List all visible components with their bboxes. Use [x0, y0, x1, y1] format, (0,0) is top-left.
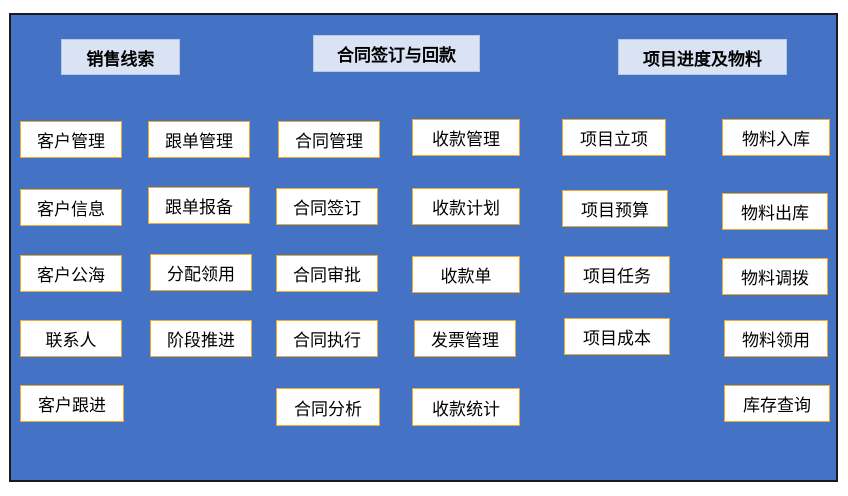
box-payment-statistics: 收款统计 — [412, 388, 520, 426]
box-customer-pool: 客户公海 — [20, 255, 122, 292]
box-project-initiation: 项目立项 — [562, 119, 666, 156]
header-project-material: 项目进度及物料 — [618, 39, 787, 75]
box-project-tasks: 项目任务 — [564, 256, 670, 293]
box-project-cost: 项目成本 — [564, 318, 670, 355]
box-invoice-management: 发票管理 — [414, 320, 516, 357]
box-material-requisition: 物料领用 — [724, 320, 828, 357]
box-contract-execution: 合同执行 — [276, 320, 378, 357]
box-contract-analysis: 合同分析 — [276, 388, 380, 426]
box-payment-management: 收款管理 — [412, 119, 520, 156]
box-material-outbound: 物料出库 — [722, 193, 828, 230]
box-stage-advance: 阶段推进 — [150, 320, 252, 357]
box-followup-management: 跟单管理 — [148, 121, 250, 158]
box-followup-report: 跟单报备 — [148, 187, 250, 224]
box-customer-info: 客户信息 — [20, 189, 122, 226]
header-sales-leads: 销售线索 — [61, 39, 180, 75]
box-material-transfer: 物料调拨 — [722, 258, 828, 295]
box-contacts: 联系人 — [20, 320, 122, 357]
box-payment-plan: 收款计划 — [412, 188, 520, 225]
box-material-inbound: 物料入库 — [722, 119, 830, 156]
box-project-budget: 项目预算 — [562, 190, 668, 227]
header-contract-payment: 合同签订与回款 — [313, 35, 480, 72]
box-contract-approval: 合同审批 — [276, 255, 378, 292]
box-allocate-claim: 分配领用 — [150, 254, 252, 291]
box-payment-receipt: 收款单 — [412, 256, 520, 293]
box-inventory-query: 库存查询 — [724, 385, 830, 422]
box-customer-management: 客户管理 — [20, 121, 122, 158]
box-customer-followup: 客户跟进 — [20, 385, 124, 422]
box-contract-management: 合同管理 — [278, 121, 380, 158]
box-contract-signing: 合同签订 — [276, 188, 378, 225]
